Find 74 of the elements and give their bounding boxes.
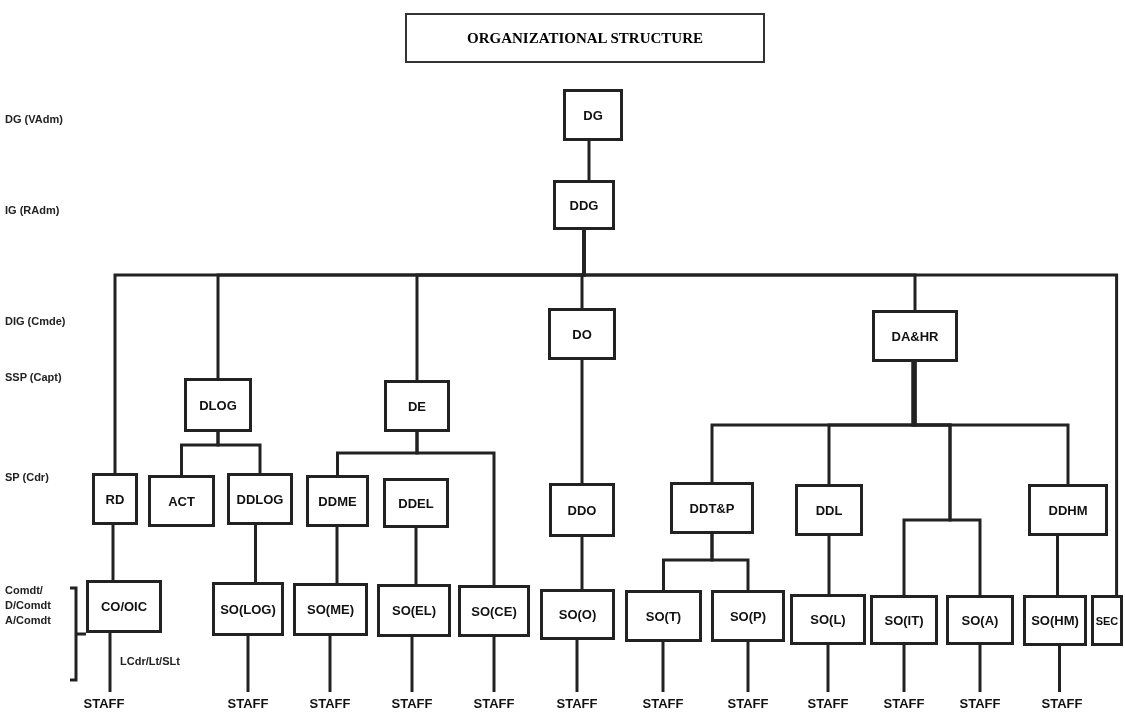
position-box: CO/OIC — [86, 580, 162, 633]
staff-label: STAFF — [464, 692, 524, 714]
staff-label: STAFF — [74, 692, 134, 714]
connector-line — [587, 141, 591, 180]
connector-line — [108, 633, 112, 692]
rank-level-label: Comdt/ D/Comdt A/Comdt — [5, 583, 52, 628]
position-box: SO(HM) — [1023, 595, 1087, 646]
connector-line — [661, 642, 665, 692]
connector-line — [492, 637, 496, 692]
staff-label: STAFF — [633, 692, 693, 714]
rank-level-label: DIG (Cmde) — [5, 314, 66, 329]
connector-line — [710, 534, 750, 590]
connector-line — [1058, 646, 1061, 692]
position-box: DDT&P — [670, 482, 754, 534]
staff-label: STAFF — [382, 692, 442, 714]
position-box: DDO — [549, 483, 615, 537]
position-box: DO — [548, 308, 616, 360]
connector-line — [1056, 536, 1059, 595]
connector-line — [335, 527, 339, 583]
position-box: SO(O) — [540, 589, 615, 640]
staff-label: STAFF — [547, 692, 607, 714]
connector-line — [826, 645, 830, 692]
rank-level-label: DG (VAdm) — [5, 112, 63, 127]
connector-line — [410, 637, 414, 692]
position-box: DDHM — [1028, 484, 1108, 536]
position-box: DLOG — [184, 378, 252, 432]
connector-line — [246, 636, 250, 692]
position-box: SO(A) — [946, 595, 1014, 645]
position-box: SO(LOG) — [212, 582, 284, 636]
position-box: SO(T) — [625, 590, 702, 642]
position-box: ACT — [148, 475, 215, 527]
staff-label: STAFF — [874, 692, 934, 714]
connector-line — [575, 640, 579, 692]
position-box: SO(ME) — [293, 583, 368, 636]
position-box: SO(CE) — [458, 585, 530, 637]
staff-label: STAFF — [218, 692, 278, 714]
connector-line — [827, 536, 831, 594]
rank-level-label: SP (Cdr) — [5, 470, 49, 485]
staff-label: STAFF — [798, 692, 858, 714]
connector-line — [978, 645, 982, 692]
position-box: RD — [92, 473, 138, 525]
position-box: SO(IT) — [870, 595, 938, 645]
connector-line — [415, 432, 496, 585]
position-box: DA&HR — [872, 310, 958, 362]
connector-line — [580, 360, 584, 483]
connector-line — [254, 525, 257, 582]
staff-label: STAFF — [1032, 692, 1092, 714]
rank-level-label: SSP (Capt) — [5, 370, 62, 385]
connector-line — [902, 645, 906, 692]
staff-label: STAFF — [718, 692, 778, 714]
connector-line — [216, 432, 262, 473]
position-box: SEC — [1091, 595, 1123, 646]
staff-label: STAFF — [300, 692, 360, 714]
position-box: SO(L) — [790, 594, 866, 645]
connector-line — [414, 528, 418, 584]
staff-label: STAFF — [950, 692, 1010, 714]
position-box: SO(P) — [711, 590, 785, 642]
position-box: DDL — [795, 484, 863, 536]
position-box: DDME — [306, 475, 369, 527]
connector-line — [746, 642, 750, 692]
position-box: DE — [384, 380, 450, 432]
position-box: DDEL — [383, 478, 449, 528]
position-box: SO(EL) — [377, 584, 451, 637]
connector-line — [911, 362, 982, 595]
title-box: ORGANIZATIONAL STRUCTURE — [405, 13, 765, 63]
connector-line — [328, 636, 332, 692]
connector-line — [913, 362, 1070, 484]
rank-level-label: IG (RAdm) — [5, 203, 60, 218]
rank-note: LCdr/Lt/SLt — [120, 654, 180, 669]
connector-line — [580, 537, 584, 589]
position-box: DDLOG — [227, 473, 293, 525]
position-box: DG — [563, 89, 623, 141]
connector-line — [111, 525, 115, 580]
position-box: DDG — [553, 180, 615, 230]
